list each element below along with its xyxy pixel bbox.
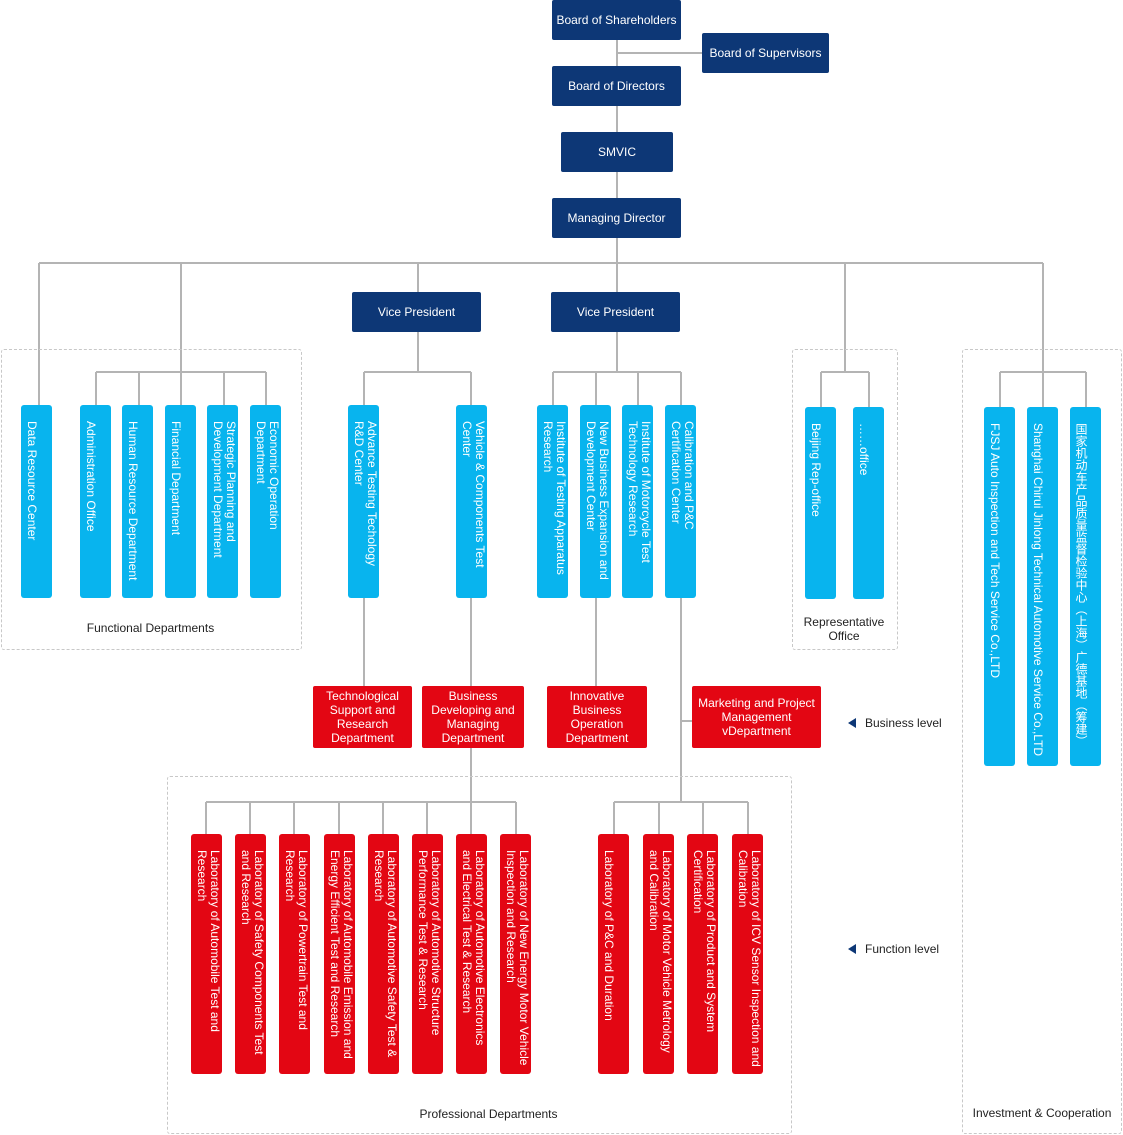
triangle-left-icon [848, 944, 856, 954]
shanghai-chirui-jinlong: Shanghai Chirui Jinlong Technical Automo… [1027, 407, 1058, 766]
functional-departments-group [1, 349, 302, 650]
new-business-expansion-center: New Business Expansion and Development C… [580, 405, 611, 598]
box-label: Laboratory of Motor Vehicle Metrology an… [647, 850, 674, 1053]
lab-pc-duration: Laboratory of P&C and Duration [598, 834, 629, 1074]
lab-automotive-safety: Laboratory of Automotive Safety Test & R… [368, 834, 399, 1074]
box-label: Vehicle & Components Test Center [460, 421, 487, 568]
business-level-marker: Business level [848, 716, 942, 730]
box-label: Shanghai Chirui Jinlong Technical Automo… [1031, 423, 1045, 757]
lab-electronics-electrical: Laboratory of Automotive Electronics and… [456, 834, 487, 1074]
box-label: Laboratory of ICV Sensor Inspection and … [736, 850, 763, 1067]
box-label: 国家机动车产品质量监督检验中心（上海）广德基地（筹建） [1074, 423, 1088, 747]
institute-motorcycle-test: Institute of Motorcycle Test Technology … [622, 405, 653, 598]
representative-office-group [792, 349, 898, 650]
professional-departments-group [167, 776, 792, 1134]
box-label: Laboratory of Automotive Electronics and… [460, 850, 487, 1046]
box-label: Advance Testing Techology R&D Center [352, 421, 379, 566]
calibration-certification-center: Calibration and P&C Certification Center [665, 405, 696, 598]
smvic: SMVIC [561, 132, 673, 172]
business-developing-department: Business Developing and Managing Departm… [422, 686, 524, 748]
economic-operation-department: Economic Operation Department [250, 405, 281, 598]
vice-president-left: Vice President [352, 292, 481, 332]
lab-structure-performance: Laboratory of Automotive Structure Perfo… [412, 834, 443, 1074]
lab-metrology-calibration: Laboratory of Motor Vehicle Metrology an… [643, 834, 674, 1074]
box-label: Laboratory of Product and System Certifi… [691, 850, 718, 1033]
lab-product-system-certification: Laboratory of Product and System Certifi… [687, 834, 718, 1074]
box-label: Laboratory of Powertrain Test and Resear… [283, 850, 310, 1030]
box-label: New Business Expansion and Development C… [584, 421, 611, 580]
box-label: Laboratory of P&C and Duration [602, 850, 616, 1021]
beijing-rep-office: Beijing Rep-office [805, 407, 836, 599]
box-label: ……office [857, 423, 871, 476]
box-label: Laboratory of Automotive Structure Perfo… [416, 850, 443, 1036]
box-label: Economic Operation Department [254, 421, 281, 530]
box-label: Institute of Motorcycle Test Technology … [626, 421, 653, 563]
lab-powertrain: Laboratory of Powertrain Test and Resear… [279, 834, 310, 1074]
other-office: ……office [853, 407, 884, 599]
investment-cooperation-group [962, 349, 1122, 1134]
business-level-label: Business level [865, 716, 942, 730]
advance-testing-rd-center: Advance Testing Techology R&D Center [348, 405, 379, 598]
box-label: Institute of Testing Apparatus Research [541, 421, 568, 575]
managing-director: Managing Director [552, 198, 681, 238]
box-label: Beijing Rep-office [809, 423, 823, 517]
box-label: Laboratory of Automotive Safety Test & R… [372, 850, 399, 1058]
vehicle-components-test-center: Vehicle & Components Test Center [456, 405, 487, 598]
financial-department: Financial Department [165, 405, 196, 598]
box-label: Laboratory of New Energy Motor Vehicle I… [504, 850, 531, 1066]
lab-emission-energy: Laboratory of Automobile Emission and En… [324, 834, 355, 1074]
box-label: Financial Department [169, 421, 183, 536]
investment-cooperation-label: Investment & Cooperation [972, 1106, 1112, 1120]
box-label: Human Resource Department [126, 421, 140, 581]
administration-office: Administration Office [80, 405, 111, 598]
function-level-marker: Function level [848, 942, 939, 956]
representative-office-label: Representative Office [803, 615, 885, 643]
strategic-planning-department: Strategic Planning and Development Depar… [207, 405, 238, 598]
board-of-supervisors: Board of Supervisors [702, 33, 829, 73]
innovative-business-department: Innovative Business Operation Department [547, 686, 647, 748]
box-label: Laboratory of Automobile Test and Resear… [195, 850, 222, 1032]
box-label: Data Resource Center [25, 421, 39, 541]
board-of-directors: Board of Directors [552, 66, 681, 106]
box-label: Calibration and P&C Certification Center [669, 421, 696, 530]
functional-departments-label: Functional Departments [86, 621, 215, 635]
lab-new-energy-vehicle: Laboratory of New Energy Motor Vehicle I… [500, 834, 531, 1074]
vice-president-right: Vice President [551, 292, 680, 332]
box-label: Laboratory of Automobile Emission and En… [328, 850, 355, 1059]
fjsj-auto-inspection: FJSJ Auto Inspection and Tech Service Co… [984, 407, 1015, 766]
technological-support-department: Technological Support and Research Depar… [313, 686, 412, 748]
human-resource-department: Human Resource Department [122, 405, 153, 598]
box-label: Strategic Planning and Development Depar… [211, 421, 238, 558]
lab-icv-sensor: Laboratory of ICV Sensor Inspection and … [732, 834, 763, 1074]
box-label: Laboratory of Safety Components Test and… [239, 850, 266, 1055]
data-resource-center: Data Resource Center [21, 405, 52, 598]
national-inspection-center-guangde: 国家机动车产品质量监督检验中心（上海）广德基地（筹建） [1070, 407, 1101, 766]
triangle-left-icon [848, 718, 856, 728]
marketing-project-department: Marketing and Project Management vDepart… [692, 686, 821, 748]
professional-departments-label: Professional Departments [419, 1107, 558, 1121]
function-level-label: Function level [865, 942, 940, 956]
box-label: FJSJ Auto Inspection and Tech Service Co… [988, 423, 1002, 679]
lab-safety-components: Laboratory of Safety Components Test and… [235, 834, 266, 1074]
box-label: Administration Office [84, 421, 98, 532]
lab-automobile-test: Laboratory of Automobile Test and Resear… [191, 834, 222, 1074]
board-of-shareholders: Board of Shareholders [552, 0, 681, 40]
institute-testing-apparatus: Institute of Testing Apparatus Research [537, 405, 568, 598]
